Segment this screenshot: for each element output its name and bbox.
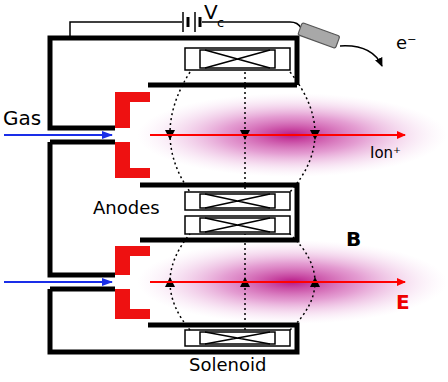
solenoid-coil-part bbox=[205, 218, 270, 232]
electric-field-arrow-part bbox=[150, 281, 405, 283]
electric-field-arrow-part bbox=[150, 134, 405, 136]
solenoid-coil-part bbox=[205, 332, 270, 344]
solenoid-coil-part bbox=[185, 192, 290, 210]
voltage-symbol: V bbox=[204, 2, 218, 22]
plasma-plume-part bbox=[137, 240, 447, 324]
housing-part bbox=[50, 38, 297, 128]
housing-part bbox=[50, 140, 115, 145]
battery-symbol-part bbox=[194, 12, 196, 32]
plasma-plume bbox=[137, 93, 447, 324]
battery-symbol-part bbox=[182, 12, 184, 32]
solenoid-coil-part bbox=[200, 218, 275, 232]
anode-part bbox=[115, 246, 150, 275]
circuit-wire bbox=[70, 22, 301, 38]
housing-part bbox=[148, 83, 297, 88]
field-label: E bbox=[396, 292, 410, 312]
battery-symbol-part bbox=[199, 17, 202, 27]
electric-field-arrow bbox=[150, 135, 405, 282]
anode-part bbox=[115, 289, 150, 319]
solenoid-coil-part bbox=[200, 50, 275, 68]
housing-part bbox=[50, 289, 297, 352]
cathode bbox=[298, 23, 340, 49]
anode-part bbox=[115, 142, 150, 178]
circuit-wire-part bbox=[70, 22, 182, 38]
solenoid-coil-part bbox=[185, 216, 290, 234]
gas-flow-arrow-part bbox=[4, 281, 112, 283]
electron-arrow bbox=[340, 46, 382, 66]
battery-symbol bbox=[183, 12, 200, 32]
solenoid-coil-part bbox=[185, 330, 290, 346]
electron-label: e⁻ bbox=[396, 34, 417, 52]
solenoid-coil-part bbox=[205, 194, 270, 208]
part-name: Solenoid bbox=[189, 356, 266, 374]
field-arrowhead bbox=[165, 130, 320, 287]
anode-part bbox=[115, 92, 150, 128]
gas-flow-arrow-part bbox=[4, 134, 112, 136]
solenoid-coil-part bbox=[185, 48, 290, 70]
gas-label: Gas bbox=[3, 108, 41, 128]
circuit-wire-part bbox=[202, 22, 301, 28]
solenoid-coil-part bbox=[200, 194, 275, 208]
solenoid-coil-part bbox=[200, 332, 275, 344]
magnetic-field-line bbox=[170, 72, 315, 330]
housing bbox=[50, 38, 297, 352]
housing-part bbox=[50, 287, 115, 292]
electron-arrow-part bbox=[340, 46, 382, 66]
field-label: B bbox=[346, 229, 361, 249]
battery-symbol-part bbox=[187, 17, 190, 27]
plasma-plume-part bbox=[137, 93, 447, 177]
ion-label: Ion⁺ bbox=[370, 146, 401, 161]
solenoid-coil-part bbox=[205, 50, 270, 68]
voltage-subscript: c bbox=[217, 16, 224, 29]
solenoid-coil bbox=[185, 48, 290, 346]
housing-part bbox=[140, 185, 297, 240]
part-name: Anodes bbox=[93, 199, 160, 217]
cathode-part bbox=[298, 23, 340, 49]
